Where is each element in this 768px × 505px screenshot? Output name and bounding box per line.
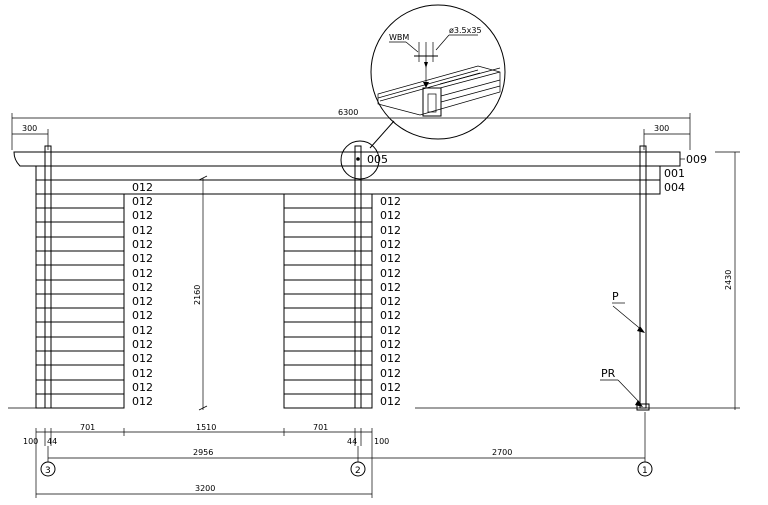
- left-board-label: 012: [132, 381, 153, 394]
- left-board-label: 012: [132, 324, 153, 337]
- label-001: 001: [664, 167, 685, 180]
- detail-marker-dot: [356, 157, 360, 161]
- dim-2700: 2700: [492, 448, 512, 457]
- middle-board-label: 012: [380, 238, 401, 251]
- middle-board-label: 012: [380, 195, 401, 208]
- middle-board-label: 012: [380, 295, 401, 308]
- dim-wall-height: 2160: [193, 175, 208, 411]
- middle-board-label: 012: [380, 209, 401, 222]
- left-board-label: 012: [132, 267, 153, 280]
- detail-label-screw: ø3.5x35: [449, 26, 482, 35]
- dim-overhang-left: 300: [22, 124, 37, 133]
- dim-overall-text: 6300: [338, 108, 358, 117]
- dim-100-right: 100: [374, 437, 389, 446]
- roof-beams: [13, 151, 681, 195]
- middle-board-label: 012: [380, 324, 401, 337]
- dim-701-right: 701: [313, 423, 328, 432]
- label-005: 005: [367, 153, 388, 166]
- middle-board-label: 012: [380, 338, 401, 351]
- middle-board-label: 012: [380, 267, 401, 280]
- left-board-label: 012: [132, 309, 153, 322]
- left-board-label: 012: [132, 338, 153, 351]
- detail-leader-line: [369, 120, 395, 149]
- detail-screws: [414, 42, 438, 88]
- dim-2956: 2956: [193, 448, 213, 457]
- left-board-label: 012: [132, 252, 153, 265]
- label-009: 009: [686, 153, 707, 166]
- detail-label-wbm: WBM: [389, 33, 409, 42]
- middle-board-label: 012: [380, 281, 401, 294]
- left-board-labels: 012 012 012 012 012 012 012 012 012 012 …: [132, 181, 153, 408]
- grid-marker-3: 3: [45, 466, 51, 476]
- grid-markers: 3 2 1: [40, 412, 653, 477]
- dim-total-height: 2430: [415, 151, 740, 410]
- dim-overall: 6300: [11, 108, 691, 150]
- dim-axis-spans: 2956 2700 3200: [35, 446, 645, 498]
- dim-bottom-segments: 701 1510 701 100 44 44 100: [8, 407, 389, 446]
- detail-circle: [370, 4, 506, 140]
- middle-board-label: 012: [380, 309, 401, 322]
- beam-labels: 005 009 001 004: [367, 153, 707, 194]
- middle-board-label: 012: [380, 352, 401, 365]
- grid-marker-3-circle: [40, 461, 56, 477]
- detail-marker-circle: [340, 140, 380, 180]
- label-post-base: PR: [601, 367, 616, 380]
- left-wall-boards: [35, 193, 125, 409]
- middle-board-label: 012: [380, 367, 401, 380]
- dim-100-left: 100: [23, 437, 38, 446]
- dim-44-right: 44: [347, 437, 357, 446]
- left-board-label: 012: [132, 352, 153, 365]
- left-board-label: 012: [132, 295, 153, 308]
- dim-701-left: 701: [80, 423, 95, 432]
- grid-marker-2-circle: [350, 461, 366, 477]
- left-board-label: 012: [132, 367, 153, 380]
- middle-wall-boards: [283, 193, 373, 409]
- dim-total-height-text: 2430: [724, 270, 733, 290]
- dim-1510: 1510: [196, 423, 216, 432]
- grid-marker-1: 1: [642, 466, 648, 476]
- left-board-label: 012: [132, 209, 153, 222]
- left-board-label: 012: [132, 224, 153, 237]
- middle-board-label: 012: [380, 381, 401, 394]
- dim-3200: 3200: [195, 484, 215, 493]
- left-board-label: 012: [132, 181, 153, 194]
- grid-marker-1-circle: [637, 461, 653, 477]
- post-annotations: P PR: [600, 290, 650, 411]
- left-board-label: 012: [132, 395, 153, 408]
- left-board-label: 012: [132, 238, 153, 251]
- left-board-label: 012: [132, 195, 153, 208]
- dim-overhang-right: 300: [654, 124, 669, 133]
- middle-board-label: 012: [380, 252, 401, 265]
- dim-wall-height-text: 2160: [193, 285, 202, 305]
- dim-44-left: 44: [47, 437, 57, 446]
- middle-board-labels: 012 012 012 012 012 012 012 012 012 012 …: [380, 195, 401, 408]
- left-board-label: 012: [132, 281, 153, 294]
- grid-marker-2: 2: [355, 466, 361, 476]
- detail-beam: [377, 65, 501, 117]
- label-post: P: [612, 290, 619, 303]
- detail-callout: WBM ø3.5x35: [369, 4, 506, 149]
- dim-overhangs: 300 300: [12, 124, 690, 150]
- middle-board-label: 012: [380, 224, 401, 237]
- middle-board-label: 012: [380, 395, 401, 408]
- label-004: 004: [664, 181, 685, 194]
